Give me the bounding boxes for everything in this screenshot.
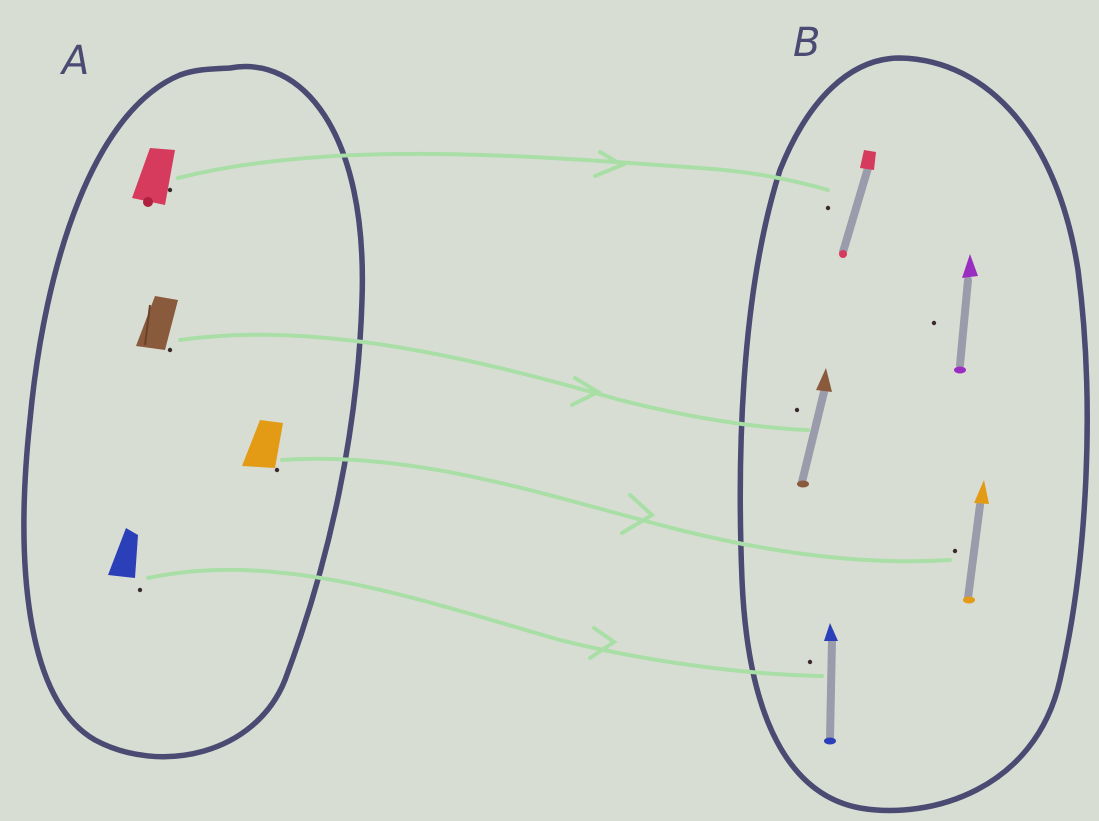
mapping-arrows (148, 152, 950, 676)
mapping-arrow-red (178, 152, 828, 190)
mapping-arrow-orange (282, 459, 950, 562)
mapping-arrow-brown (180, 335, 808, 430)
purple-pencil (932, 254, 978, 374)
orange-pencil (953, 480, 989, 604)
set-a-label: A (59, 38, 89, 84)
set-b-elements (795, 150, 989, 745)
mapping-arrow-blue (148, 570, 822, 676)
blue-pencil (808, 623, 838, 745)
set-a-elements (108, 148, 283, 592)
set-a-outline (24, 67, 362, 757)
set-b-outline (740, 58, 1087, 810)
red-pencil-stub (132, 148, 175, 207)
blue-pencil-stub (108, 528, 142, 592)
set-b-label: B (793, 20, 820, 66)
red-pencil (826, 150, 876, 258)
brown-pencil-stub (136, 296, 178, 352)
orange-pencil-stub (242, 420, 283, 472)
